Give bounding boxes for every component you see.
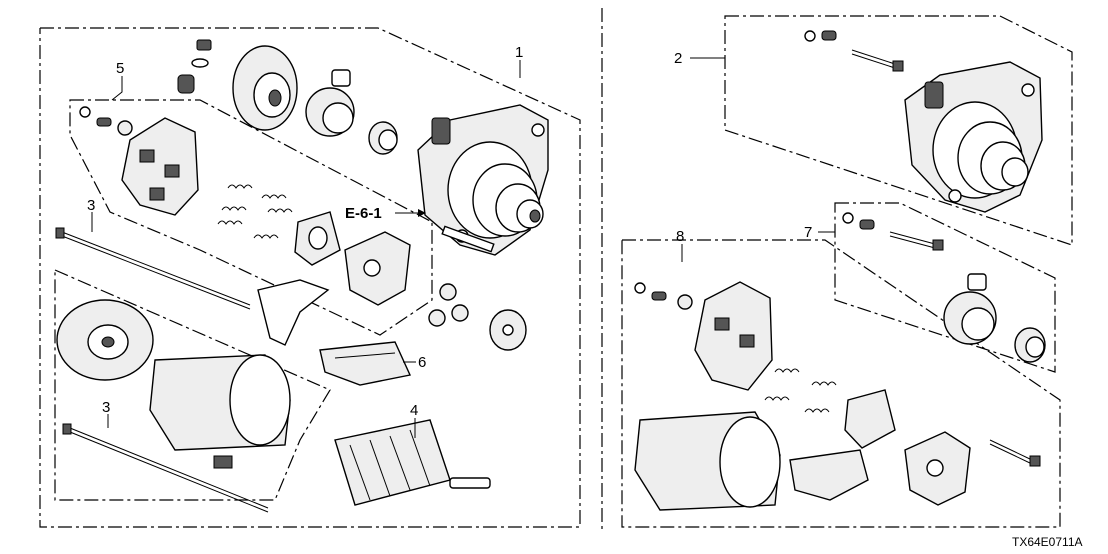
right-panel: 2 7 8: [621, 15, 1073, 528]
callout-3-lower: 3: [102, 399, 110, 416]
leader-5: [111, 76, 123, 101]
callout-4: 4: [410, 402, 418, 419]
assembly-2-boundary: [724, 15, 1073, 246]
drive-clutch: [305, 69, 398, 155]
reference-label[interactable]: E-6-1: [345, 205, 382, 222]
callout-5: 5: [116, 60, 124, 77]
solenoid-cap: [177, 39, 298, 131]
diagram-code: TX64E0711A: [1012, 535, 1083, 549]
starter-housing-2: [904, 61, 1043, 213]
callout-8: 8: [676, 228, 684, 245]
field-yoke: [149, 354, 291, 451]
starter-housing: [417, 104, 549, 256]
planetary-gears: [428, 225, 527, 351]
callout-6: 6: [418, 354, 426, 371]
brush-springs: [217, 184, 293, 239]
mounting-bracket: [257, 279, 330, 346]
through-bolt-lower: [62, 423, 269, 513]
leader-ref-arrow: [418, 209, 426, 217]
kit-5-boundary: [69, 99, 433, 336]
bolt-set-2: [804, 30, 904, 72]
rear-cover: [56, 299, 154, 381]
brush-holder: [79, 106, 199, 216]
through-bolt-upper: [55, 227, 251, 310]
kit-8-boundary: [621, 239, 1061, 528]
callout-7: 7: [804, 224, 812, 241]
field-coil-boundary: [54, 269, 331, 501]
brush-set: [319, 341, 412, 386]
kit-7-boundary: [834, 202, 1056, 373]
left-panel: 1 5 3 3 4 6 E-6-1: [39, 27, 581, 528]
kit-7-parts: [842, 212, 1046, 363]
brush-plate: [294, 211, 411, 306]
callout-3-upper: 3: [87, 197, 95, 214]
kit-8-parts: [634, 281, 1041, 511]
callout-1: 1: [515, 44, 523, 61]
armature: [334, 419, 491, 506]
assembly-1-boundary: [39, 27, 581, 528]
callout-2: 2: [674, 50, 682, 67]
